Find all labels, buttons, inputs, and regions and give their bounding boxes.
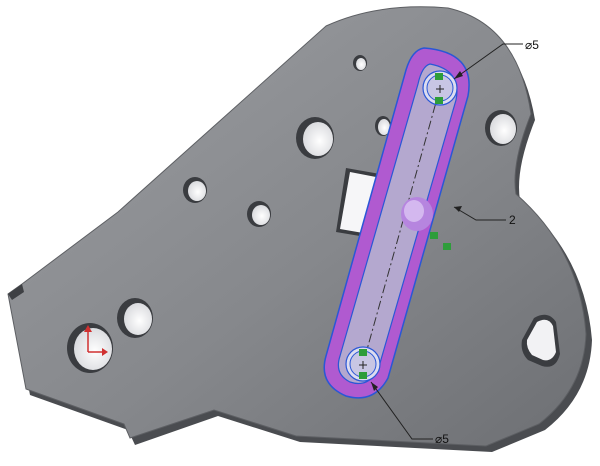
leader-arrows <box>371 71 463 391</box>
dimension-middle[interactable]: 2 <box>509 213 516 227</box>
hole-bottom-left[interactable] <box>117 298 153 338</box>
dimension-bottom-diameter[interactable]: ⌀5 <box>435 432 449 446</box>
hole-small-top[interactable] <box>353 55 367 71</box>
dimension-top-diameter[interactable]: ⌀5 <box>525 38 539 52</box>
hole-origin[interactable] <box>67 323 113 373</box>
plate-notch <box>8 284 24 300</box>
hole-right[interactable] <box>485 110 517 146</box>
slot-centerline[interactable] <box>362 87 441 365</box>
plate-face[interactable] <box>7 6 587 447</box>
leader-lines <box>370 43 523 440</box>
hole-mid-center[interactable] <box>247 201 271 227</box>
coordinate-origin-icon <box>84 325 108 356</box>
sketch-relation-icon <box>359 73 451 379</box>
boss-feature[interactable] <box>401 197 433 231</box>
hole-large-top-left[interactable] <box>296 117 334 159</box>
hole-near-slot[interactable] <box>375 116 391 136</box>
sketch-point-icon[interactable] <box>359 85 444 369</box>
hole-mid-left[interactable] <box>183 177 207 203</box>
slot-cutout-right[interactable] <box>521 314 560 367</box>
